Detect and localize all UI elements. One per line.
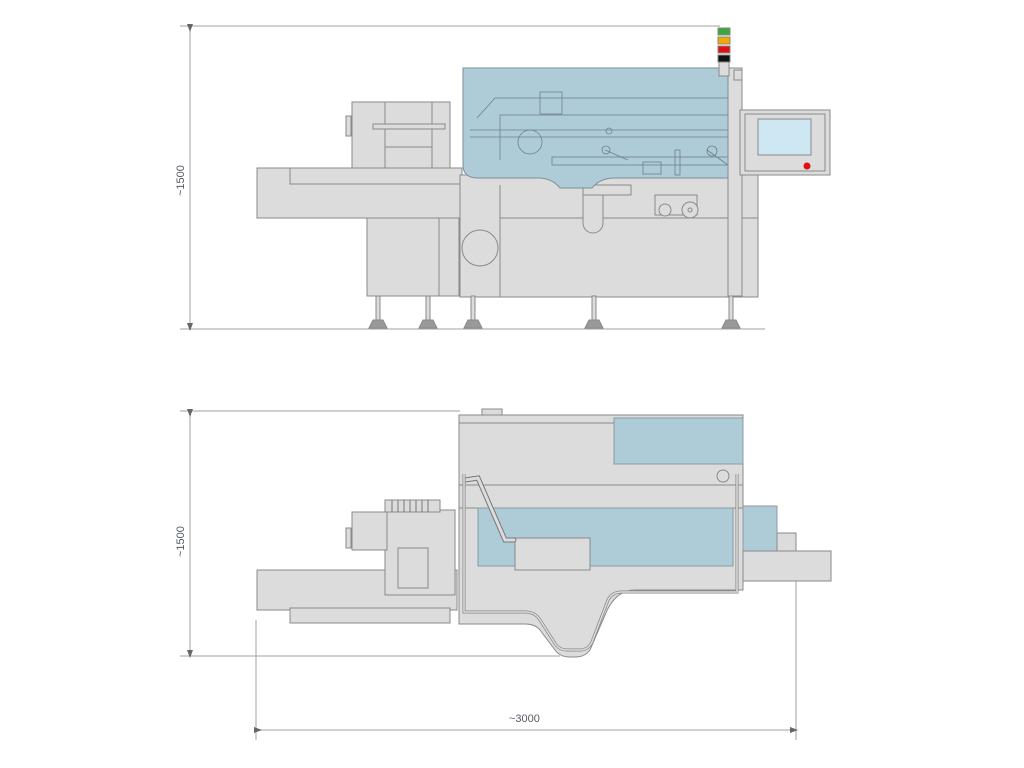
side-height-label: ~1500 xyxy=(175,165,187,196)
signal-light-black xyxy=(717,54,731,63)
top-depth-dimension xyxy=(180,409,560,658)
access-port xyxy=(461,229,499,267)
handwheel-icon xyxy=(345,115,352,137)
outfeed-guard xyxy=(742,505,778,552)
guard-panel-top xyxy=(613,417,744,465)
outfeed-conveyor xyxy=(742,550,832,582)
signal-tower-pole xyxy=(718,61,730,77)
side-height-dimension xyxy=(180,24,765,331)
overall-length-label: ~3000 xyxy=(509,713,540,725)
top-depth-label: ~1500 xyxy=(175,526,187,557)
signal-light-orange xyxy=(717,36,731,45)
signal-light-red xyxy=(717,45,731,54)
cartoner-unit xyxy=(514,537,591,571)
product-feeder xyxy=(351,101,451,169)
side-view xyxy=(180,24,831,331)
infeed-cabinet xyxy=(366,217,440,297)
handwheel-icon-top xyxy=(345,527,352,549)
machine-legs xyxy=(368,295,741,329)
hmi-screen xyxy=(757,118,812,156)
overall-length-dimension xyxy=(254,580,798,740)
safety-guard xyxy=(462,67,741,189)
emergency-stop-button xyxy=(803,162,811,170)
top-view xyxy=(180,408,832,740)
signal-light-green xyxy=(717,27,731,36)
